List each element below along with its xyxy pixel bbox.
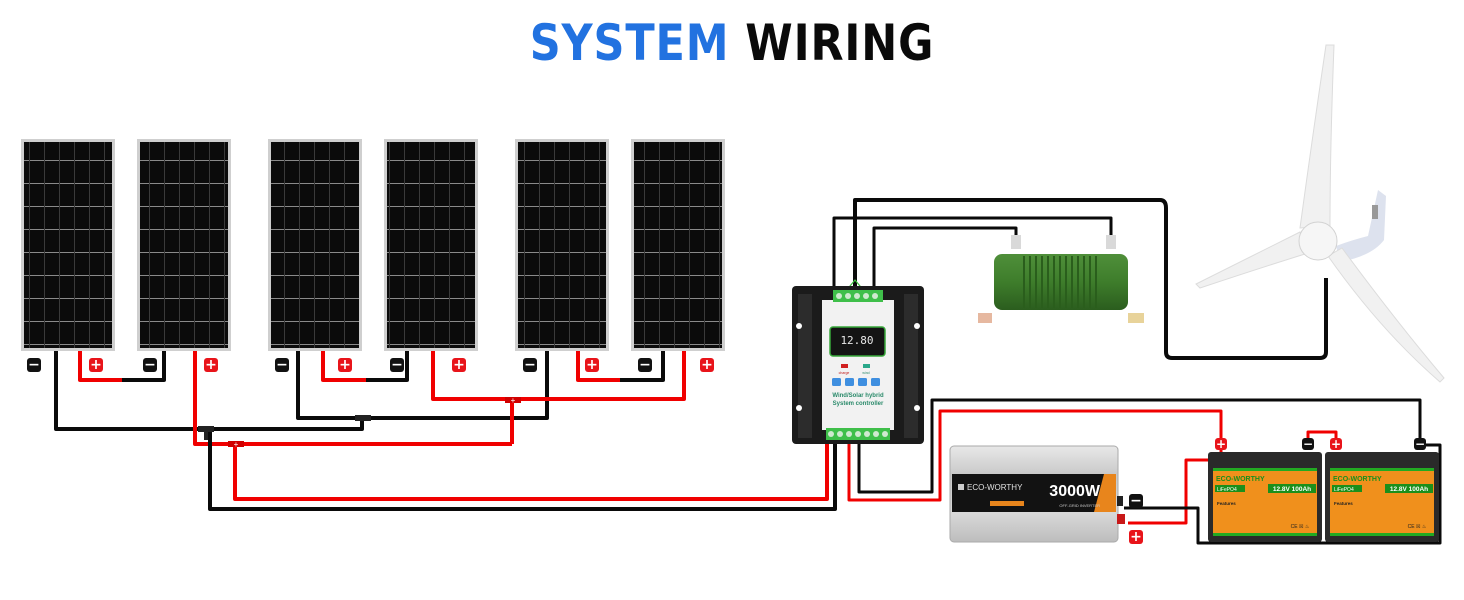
battery-2-positive-badge: + [1330, 437, 1342, 451]
svg-text:Features: Features [1334, 501, 1353, 506]
negative-terminal-badge: − [275, 357, 289, 373]
solar-panel-5 [515, 139, 609, 351]
series-jumper-pos-2 [321, 351, 366, 382]
controller-dumpload-wiring [832, 198, 1328, 360]
solar-panel-2 [137, 139, 231, 351]
svg-text:CE ☒ ♨: CE ☒ ♨ [1408, 524, 1427, 530]
charge-led [841, 364, 848, 368]
solar-panel-4 [384, 139, 478, 351]
svg-text:Wind/Solar hybrid: Wind/Solar hybrid [832, 393, 884, 399]
battery-1: ECO-WORTHY LiFePO4 12.8V 100Ah Features … [1208, 452, 1322, 542]
dump-load-resistor [978, 235, 1144, 323]
page-title: SYSTEM WIRING [102, 14, 1361, 72]
controller-button-4 [871, 378, 880, 386]
panel-wiring [54, 351, 837, 511]
svg-text:+: + [511, 396, 516, 405]
controller-button-3 [858, 378, 867, 386]
pv-positive-to-controller [233, 443, 829, 501]
svg-text:12.8V 100Ah: 12.8V 100Ah [1390, 486, 1428, 493]
series-jumper-neg-3 [620, 351, 665, 382]
battery-1-positive-badge: + [1215, 437, 1227, 451]
inverter-positive-badge: + [1129, 529, 1143, 545]
negative-terminal-badge: − [27, 357, 41, 373]
svg-text:wind: wind [862, 371, 869, 375]
negative-trunk-1 [54, 351, 205, 431]
svg-text:+: + [234, 440, 239, 449]
series-jumper-pos-1 [78, 351, 122, 382]
inverter: ECO-WORTHY 3000W OFF-GRID INVERTER [949, 445, 1125, 543]
solar-panel-1 [21, 139, 115, 351]
controller-button-2 [845, 378, 854, 386]
series-jumper-neg-1 [122, 351, 166, 382]
resistor-coil [1023, 256, 1097, 308]
lcd-reading: 12.80 [840, 334, 873, 347]
negative-terminal-badge: − [143, 357, 157, 373]
negative-terminal-badge: − [390, 357, 404, 373]
inverter-negative-badge: − [1129, 493, 1143, 509]
wind-turbine [1195, 44, 1445, 383]
svg-text:LiFePO4: LiFePO4 [1217, 487, 1237, 493]
title-wiring: WIRING [745, 14, 935, 72]
solar-panel-3 [268, 139, 362, 351]
positive-trunk-1 [193, 351, 512, 446]
svg-text:ECO-WORTHY: ECO-WORTHY [1333, 476, 1382, 483]
hybrid-controller: 12.80 charge wind Wind/Solar hybrid Syst… [792, 286, 924, 444]
series-jumper-pos-3 [576, 351, 620, 382]
battery-2: ECO-WORTHY LiFePO4 12.8V 100Ah Features … [1325, 452, 1439, 542]
controller-battery-wiring [847, 398, 1442, 545]
svg-text:Features: Features [1217, 501, 1236, 506]
inverter-power: 3000W [1049, 483, 1101, 500]
svg-text:System controller: System controller [833, 401, 884, 407]
positive-terminal-badge: + [338, 357, 352, 373]
series-jumper-neg-2 [366, 351, 409, 382]
battery-2-negative-badge: − [1414, 437, 1426, 451]
pv-negative-to-controller [208, 431, 837, 511]
svg-text:LiFePO4: LiFePO4 [1334, 487, 1354, 493]
svg-text:12.8V 100Ah: 12.8V 100Ah [1273, 486, 1311, 493]
battery-1-negative-badge: − [1302, 437, 1314, 451]
title-system: SYSTEM [529, 14, 730, 72]
positive-terminal-badge: + [585, 357, 599, 373]
negative-terminal-badge: − [523, 357, 537, 373]
wind-led [863, 364, 870, 368]
svg-text:ECO-WORTHY: ECO-WORTHY [967, 483, 1023, 492]
negative-trunk-2 [296, 351, 549, 420]
svg-text:charge: charge [839, 371, 850, 375]
controller-button-1 [832, 378, 841, 386]
negative-terminal-badge: − [638, 357, 652, 373]
positive-terminal-badge: + [700, 357, 714, 373]
solar-panels [21, 139, 725, 351]
svg-text:CE ☒ ♨: CE ☒ ♨ [1291, 524, 1310, 530]
controller-buttons [832, 378, 880, 386]
positive-terminal-badge: + [452, 357, 466, 373]
positive-trunk-2 [431, 351, 686, 401]
lcd-display [829, 326, 886, 357]
solar-panel-6 [631, 139, 725, 351]
y-connectors: + + [198, 396, 521, 449]
svg-text:OFF-GRID INVERTER: OFF-GRID INVERTER [1059, 503, 1100, 508]
positive-terminal-badge: + [89, 357, 103, 373]
svg-text:ECO-WORTHY: ECO-WORTHY [1216, 476, 1265, 483]
positive-terminal-badge: + [204, 357, 218, 373]
